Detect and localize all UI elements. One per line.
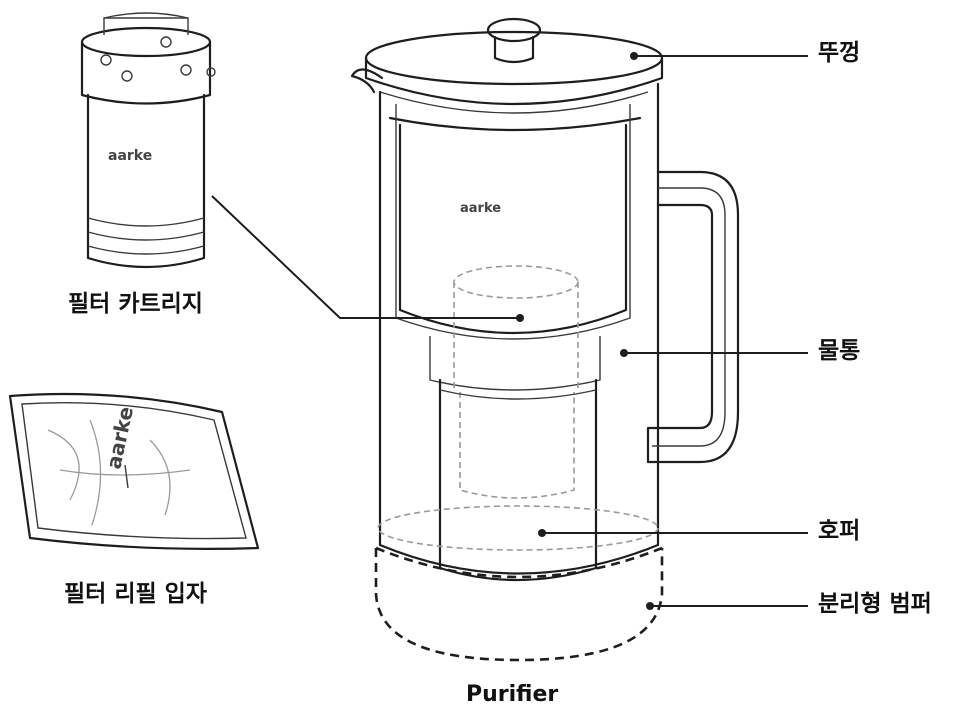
filter-refill-label: 필터 리필 입자 — [64, 581, 207, 607]
bumper-label: 분리형 범퍼 — [818, 591, 932, 617]
filter-cartridge-illustration: aarke — [80, 12, 216, 269]
lid-label: 뚜껑 — [818, 40, 861, 66]
hopper-label: 호퍼 — [818, 518, 861, 544]
cartridge-brand-mark: aarke — [108, 148, 152, 164]
leader-lines — [211, 52, 808, 610]
refill-brand-mark: aarke — [101, 404, 138, 471]
filter-refill-pack-illustration: aarke — [8, 392, 260, 550]
filter-cartridge-label: 필터 카트리지 — [68, 291, 203, 317]
product-name-label: Purifier — [466, 682, 559, 707]
cartridge-leader — [211, 195, 520, 319]
purifier-jug-illustration: aarke — [350, 17, 740, 662]
water-tank-label: 물통 — [818, 338, 861, 364]
jug-brand-mark: aarke — [460, 201, 501, 216]
